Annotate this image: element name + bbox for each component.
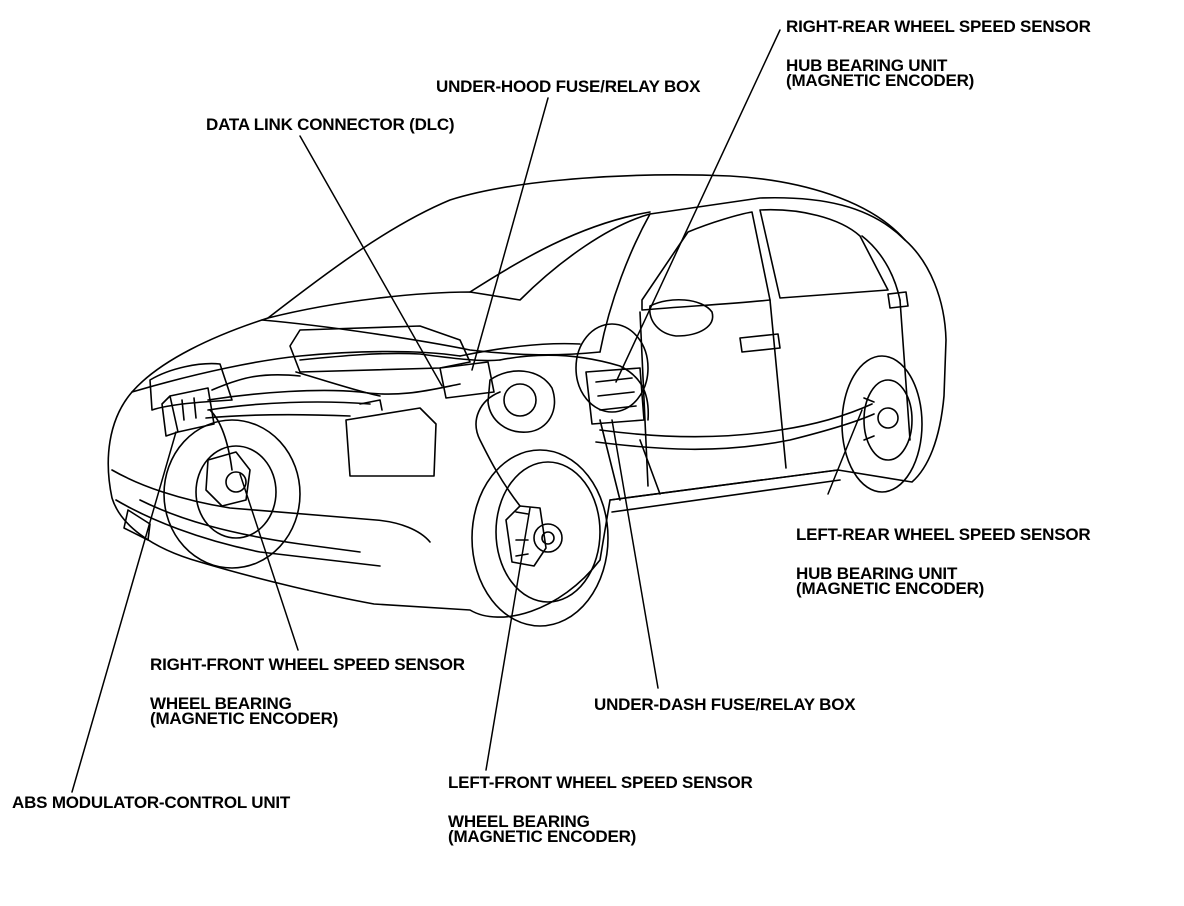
- headlight: [150, 364, 232, 410]
- leader-left-rear-sensor: [828, 410, 862, 494]
- dlc-label: DATA LINK CONNECTOR (DLC): [206, 115, 455, 134]
- door-handle-rear: [888, 292, 908, 308]
- right-front-sensor-label: RIGHT-FRONT WHEEL SPEED SENSOR: [150, 655, 465, 674]
- sensor-wire-lf: [476, 392, 520, 506]
- abs-modulator: [162, 388, 214, 436]
- door-handle-front: [740, 334, 780, 352]
- fog-recess: [124, 510, 150, 540]
- leader-right-front-sensor: [240, 474, 298, 650]
- leader-abs-unit: [72, 432, 176, 792]
- harness-to-dash: [500, 355, 648, 420]
- left-rear-wheel: [842, 356, 922, 492]
- a-pillar-inner: [600, 214, 650, 352]
- side-sill: [610, 470, 840, 512]
- left-rear-hub: [864, 380, 912, 460]
- right-front-caliper: [206, 452, 250, 506]
- battery: [346, 400, 436, 476]
- brake-lines: [206, 375, 460, 418]
- abs-unit-label: ABS MODULATOR-CONTROL UNIT: [12, 793, 291, 812]
- leader-left-front-sensor: [486, 508, 530, 770]
- windshield-lower: [262, 320, 600, 355]
- leader-right-rear-sensor: [616, 30, 780, 382]
- rear-side-window: [760, 210, 888, 298]
- under-hood-box-label: UNDER-HOOD FUSE/RELAY BOX: [436, 77, 701, 96]
- under-dash-box-label: UNDER-DASH FUSE/RELAY BOX: [594, 695, 856, 714]
- leader-dlc: [300, 136, 442, 386]
- hood-line: [132, 352, 460, 393]
- left-front-sensor-label: LEFT-FRONT WHEEL SPEED SENSOR: [448, 773, 753, 792]
- grille: [140, 500, 360, 552]
- car-body-outline: [108, 175, 946, 617]
- right-front-wheel: [164, 420, 300, 568]
- left-rear-hub-label: HUB BEARING UNIT (MAGNETIC ENCODER): [796, 564, 985, 598]
- right-rear-hub-label: HUB BEARING UNIT (MAGNETIC ENCODER): [786, 56, 975, 90]
- side-mirror: [650, 300, 713, 336]
- right-rear-sensor-label: RIGHT-REAR WHEEL SPEED SENSOR: [786, 17, 1091, 36]
- left-rear-sensor-label: LEFT-REAR WHEEL SPEED SENSOR: [796, 525, 1091, 544]
- left-front-bearing-label: WHEEL BEARING (MAGNETIC ENCODER): [448, 812, 637, 846]
- harness-front: [296, 353, 500, 396]
- right-front-rotor: [196, 446, 276, 538]
- front-side-window: [642, 212, 770, 310]
- brake-booster: [488, 371, 555, 432]
- floor-tunnel: [600, 420, 660, 500]
- front-bumper: [112, 470, 430, 566]
- left-front-tire-inner: [496, 462, 600, 602]
- sensor-wire-rf: [210, 410, 232, 470]
- leader-under-hood-box: [472, 98, 548, 370]
- right-front-bearing-label: WHEEL BEARING (MAGNETIC ENCODER): [150, 694, 339, 728]
- right-rear-wheel: [576, 324, 648, 412]
- a-pillar: [470, 212, 650, 292]
- under-hood-fuse-box: [440, 362, 494, 398]
- windshield: [268, 198, 905, 318]
- left-front-wheel: [472, 450, 608, 626]
- engine-block: [290, 326, 470, 372]
- leader-under-dash-box: [612, 420, 658, 688]
- firewall: [460, 344, 580, 356]
- rear-brake-line: [596, 404, 874, 449]
